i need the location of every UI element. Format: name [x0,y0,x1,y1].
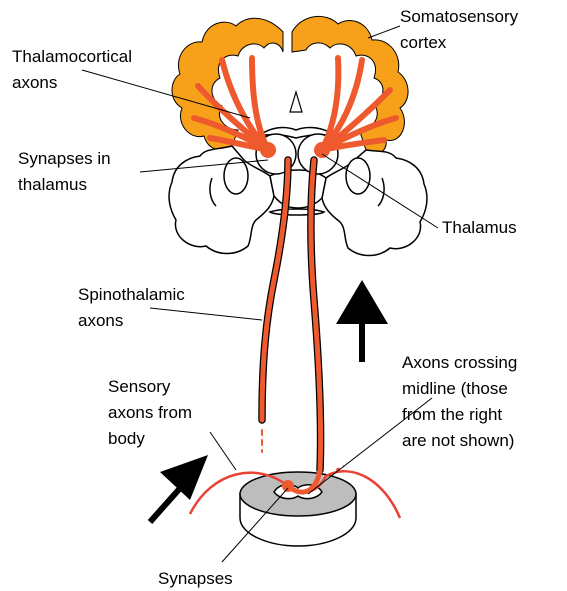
synapse-dot-spinal [282,480,294,492]
ascending-arrowhead [336,280,388,324]
label-spinothalamic-axons: Spinothalamic axons [78,285,190,330]
leader-spinothalamic [150,308,262,320]
central-brainstem-block [270,170,326,208]
right-ventricle-cavity [346,158,370,194]
ascending-arrow [336,280,388,362]
third-ventricle [270,209,324,215]
leader-cortex [368,26,400,38]
label-synapses-in-thalamus: Synapses in thalamus [18,149,115,194]
label-synapses: Synapses [158,569,233,588]
label-somatosensory-cortex: Somatosensory cortex [400,7,523,52]
label-axons-crossing-midline: Axons crossing midline (those from the r… [402,353,522,450]
right-temporal-lobe [322,150,427,256]
spinal-cord-segment [240,472,356,546]
label-sensory-axons-from-body: Sensory axons from body [108,377,197,448]
label-thalamocortical-axons: Thalamocortical axons [12,47,137,92]
synapse-dot-right-thalamus [314,142,330,158]
brain-lower-outline [169,146,427,256]
midline-ventricle [290,92,302,112]
synapse-dot-left-thalamus [260,142,276,158]
label-thalamus: Thalamus [442,218,517,237]
leader-sensory [210,432,236,470]
incoming-arrowhead [160,455,208,500]
incoming-arrow [150,455,208,522]
